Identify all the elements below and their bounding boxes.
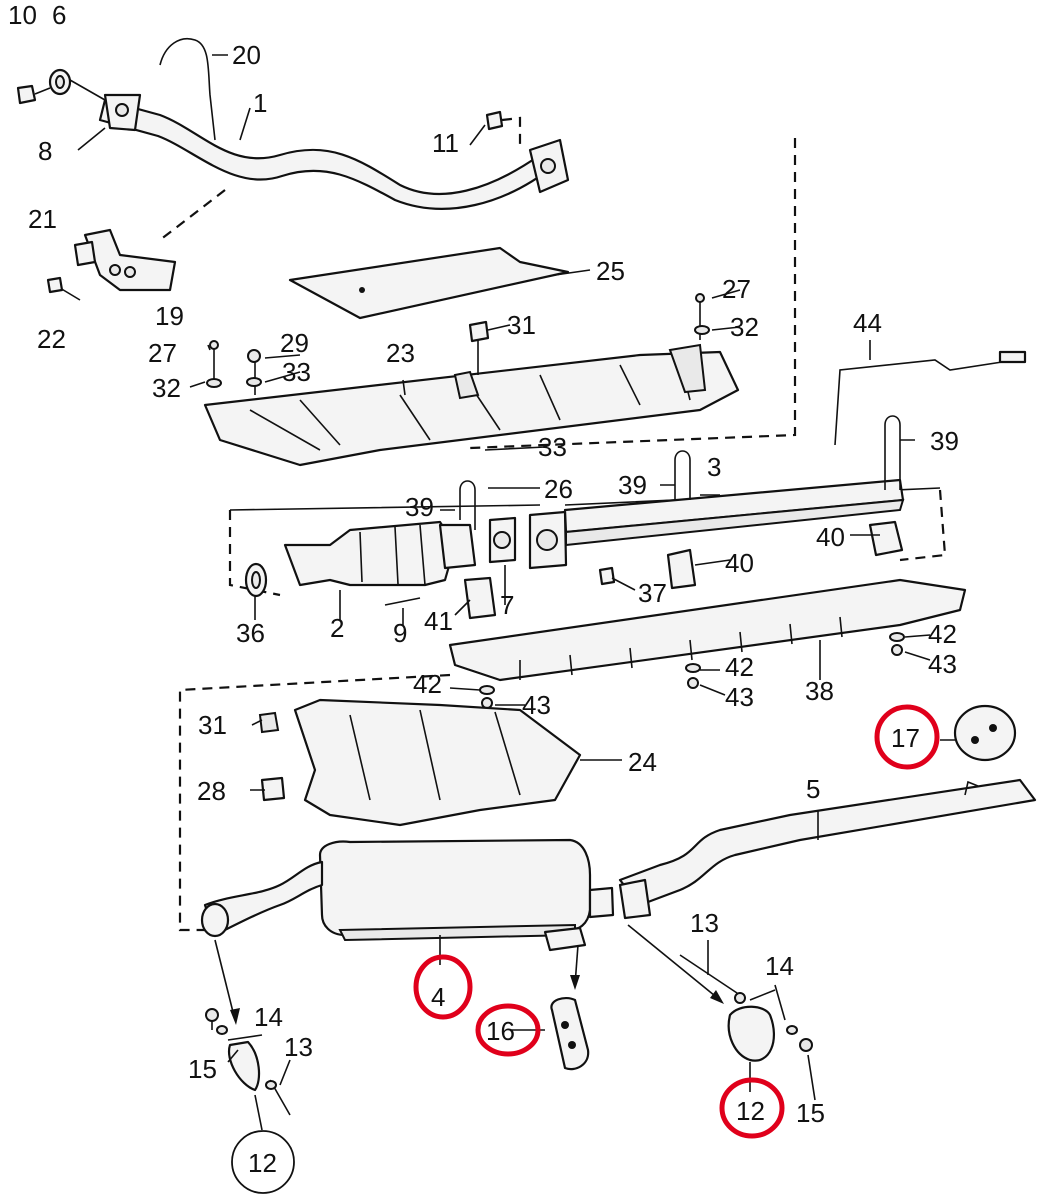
label-21: 21 [28,204,57,234]
label-10: 10 [8,0,37,30]
label-13-right: 13 [690,908,719,938]
label-14-right: 14 [765,951,794,981]
label-32-right: 32 [730,312,759,342]
label-36: 36 [236,618,265,648]
label-39-mid: 39 [618,470,647,500]
rear-heat-shield [178,673,582,932]
highlight-12-right [719,1077,785,1139]
label-39-right: 39 [930,426,959,456]
label-11: 11 [432,128,459,158]
label-13-left: 13 [284,1032,313,1062]
label-7: 7 [500,590,514,620]
label-2: 2 [330,613,344,643]
label-5: 5 [806,774,820,804]
label-44: 44 [853,308,882,338]
label-40-right: 40 [816,522,845,552]
label-31-top: 31 [507,310,536,340]
label-39-left: 39 [405,492,434,522]
label-33-mid: 33 [538,432,567,462]
front-pipe-assembly [16,38,797,450]
label-27-left: 27 [148,338,177,368]
label-19: 19 [155,301,184,331]
label-17: 17 [891,723,920,753]
label-16: 16 [486,1016,515,1046]
label-4: 4 [431,982,445,1012]
label-41: 41 [424,606,453,636]
label-22: 22 [37,324,66,354]
label-25: 25 [596,256,625,286]
label-33-top: 33 [282,357,311,387]
highlight-16 [475,1003,541,1057]
label-42-mid: 42 [725,652,754,682]
label-24: 24 [628,747,657,777]
label-9: 9 [393,618,407,648]
leader-lines [77,54,955,1131]
label-1: 1 [253,88,267,118]
label-42-right: 42 [928,619,957,649]
label-12-right: 12 [736,1096,765,1126]
label-3: 3 [707,452,721,482]
middle-section-assembly [228,350,1027,709]
label-42-left: 42 [413,669,442,699]
label-40-mid: 40 [725,548,754,578]
label-6: 6 [52,0,66,30]
label-14-left: 14 [254,1002,283,1032]
label-27-right: 27 [722,274,751,304]
label-38: 38 [805,676,834,706]
label-43-left: 43 [522,690,551,720]
highlight-17 [874,704,940,770]
label-31-bottom: 31 [198,710,227,740]
label-26: 26 [544,474,573,504]
label-15-right: 15 [796,1098,825,1128]
highlight-4 [413,954,473,1020]
label-15-left: 15 [188,1054,217,1084]
label-32-left: 32 [152,373,181,403]
label-43-mid: 43 [725,682,754,712]
label-20: 20 [232,40,261,70]
label-12-left: 12 [248,1148,277,1178]
label-37: 37 [638,578,667,608]
label-28: 28 [197,776,226,806]
label-29: 29 [280,328,309,358]
label-8: 8 [38,136,52,166]
upper-heat-shield-assembly [203,246,740,467]
highlight-marks [413,704,940,1139]
label-43-right: 43 [928,649,957,679]
rear-muffler-assembly [200,704,1037,1194]
part-labels: 10 6 20 1 8 11 21 19 22 25 27 32 31 27 2… [8,0,959,1178]
label-23: 23 [386,338,415,368]
